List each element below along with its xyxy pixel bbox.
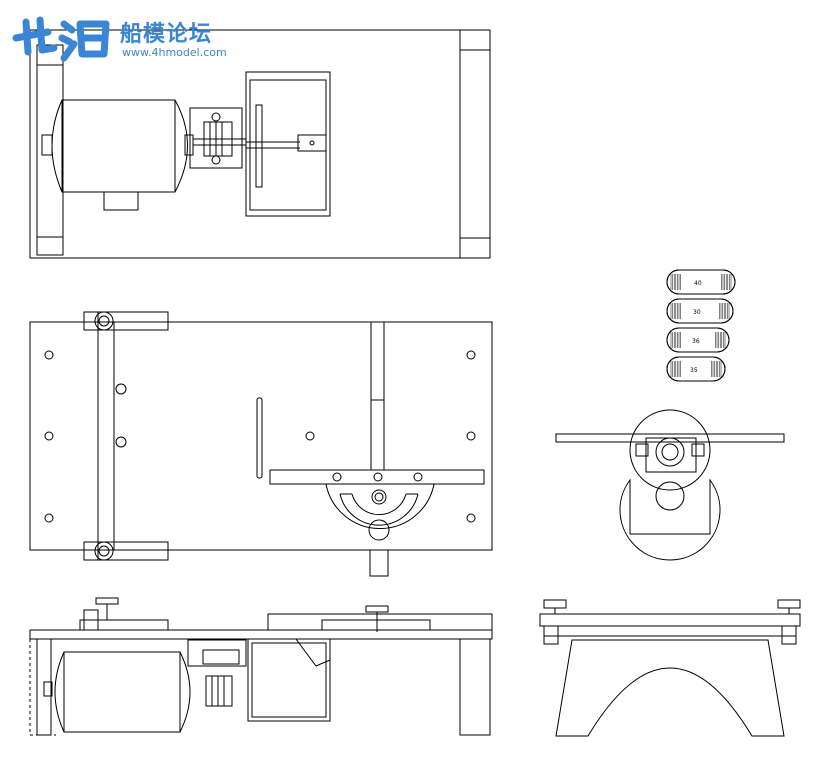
scale-plate-1: 40 — [666, 269, 736, 295]
blade-end-view — [555, 409, 785, 561]
blade-circle — [629, 409, 711, 491]
side-table-top — [539, 613, 801, 627]
table-edge — [29, 629, 493, 640]
pulley-coupling — [189, 107, 246, 169]
watermark: 船模论坛 www.4hmodel.com — [8, 10, 248, 65]
blade-slot — [256, 397, 263, 479]
scale-label-2: 30 — [693, 309, 701, 316]
blade-box-side — [247, 638, 331, 722]
blade-housing — [245, 71, 331, 217]
miter-gauge — [269, 469, 485, 577]
side-elevation — [539, 599, 801, 737]
side-knob-left — [543, 599, 567, 609]
rip-fence — [97, 321, 115, 551]
right-end-block — [459, 29, 491, 259]
motor-side — [54, 651, 191, 733]
side-stand — [555, 639, 785, 737]
left-end-block — [36, 44, 64, 256]
motor-base — [103, 191, 139, 211]
table-plan-view — [29, 311, 493, 577]
end-view-table — [555, 433, 785, 443]
scale-label-4: 35 — [690, 367, 698, 374]
pulley-side — [205, 675, 233, 707]
saw-blade — [255, 104, 263, 188]
motor-top — [41, 99, 194, 211]
miter-fence-side — [267, 613, 493, 631]
front-elevation — [29, 597, 493, 736]
watermark-url: www.4hmodel.com — [122, 46, 227, 59]
scale-label-1: 40 — [694, 280, 702, 287]
scale-plate-4: 35 — [666, 356, 726, 382]
fence-knob-top — [94, 311, 114, 331]
miter-slot — [370, 321, 385, 471]
miter-knob-side — [365, 605, 389, 613]
watermark-logo — [12, 16, 110, 62]
miter-scale-plates: 40 30 36 35 — [666, 269, 736, 382]
miter-knob — [368, 519, 390, 541]
watermark-title: 船模论坛 — [120, 22, 213, 47]
table-top — [29, 321, 493, 551]
top-view — [29, 29, 491, 259]
scale-plate-2: 30 — [666, 298, 734, 324]
scale-label-3: 36 — [692, 338, 700, 345]
blade-guard — [619, 478, 721, 561]
scale-plate-3: 36 — [666, 327, 730, 353]
scale-ticks — [670, 274, 732, 377]
front-right-leg — [459, 638, 491, 736]
fence-knob-side — [95, 597, 119, 605]
fence-knob-bottom — [94, 541, 114, 561]
side-knob-right — [777, 599, 801, 609]
